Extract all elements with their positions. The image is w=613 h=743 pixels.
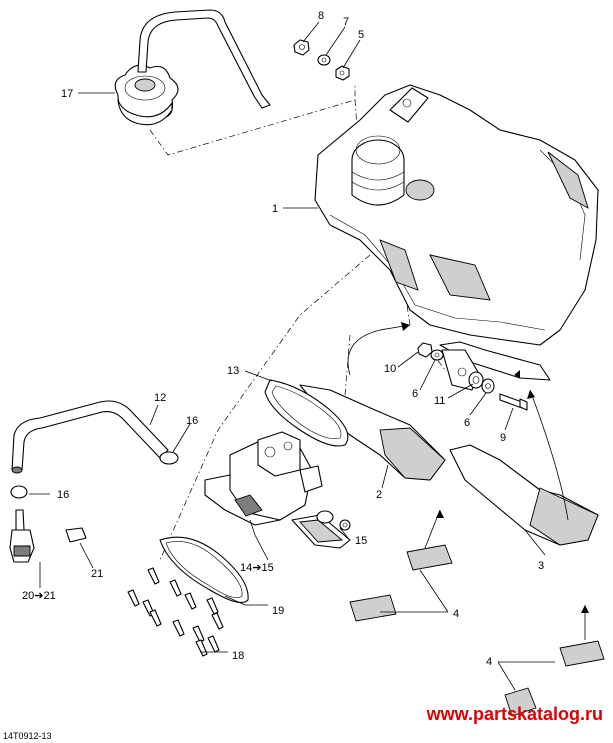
nut-10 — [417, 342, 433, 358]
callout-15: 15 — [355, 535, 367, 547]
callout-6-lower: 6 — [464, 417, 470, 429]
callout-4-lower: 4 — [453, 608, 459, 620]
callout-13: 13 — [227, 365, 239, 377]
callout-18: 18 — [232, 650, 244, 662]
callout-16-lower: 16 — [57, 489, 69, 501]
callout-21: 21 — [91, 568, 103, 580]
arrow-heads — [401, 322, 589, 613]
washer-7 — [317, 54, 331, 66]
washer-6-top — [430, 349, 444, 361]
callout-12: 12 — [154, 392, 166, 404]
callout-8: 8 — [318, 10, 324, 22]
callout-6-upper: 6 — [412, 388, 418, 400]
pads-4 — [349, 544, 605, 717]
callout-20-21: 20➔21 — [22, 590, 56, 602]
reference-code: 14T0912-13 — [3, 731, 52, 741]
fuel-cap — [114, 64, 179, 126]
clamp-15 — [339, 519, 351, 531]
callout-7: 7 — [343, 16, 349, 28]
gasket-13 — [264, 379, 349, 447]
fuel-tank — [314, 84, 599, 346]
fitting-20 — [9, 509, 35, 563]
screws-18 — [127, 567, 224, 657]
nut-8 — [293, 39, 310, 56]
plug-21 — [65, 527, 87, 543]
washer-6-bottom — [481, 378, 495, 394]
callout-19: 19 — [272, 605, 284, 617]
callout-2: 2 — [376, 489, 382, 501]
heat-shield-3 — [449, 444, 599, 546]
vent-hose — [137, 9, 271, 109]
callout-5: 5 — [358, 29, 364, 41]
fuel-pump-module — [204, 431, 351, 549]
bolt-9 — [499, 393, 528, 411]
callout-3: 3 — [538, 560, 544, 572]
callout-17: 17 — [61, 88, 73, 100]
callout-1: 1 — [272, 203, 278, 215]
spacer-11 — [468, 371, 484, 389]
callout-16-upper: 16 — [186, 415, 198, 427]
callout-9: 9 — [500, 432, 506, 444]
callout-14-15: 14➔15 — [240, 562, 274, 574]
callout-labels: 8 7 5 17 1 13 10 6 11 6 9 2 3 4 4 12 16 … — [22, 10, 544, 668]
leader-lines — [29, 21, 586, 691]
gasket-19 — [159, 536, 249, 603]
clamp-16-lower — [10, 485, 28, 499]
fuel-hose-12 — [11, 400, 169, 474]
callout-10: 10 — [384, 363, 396, 375]
rear-bracket — [439, 341, 551, 391]
callout-11: 11 — [434, 395, 445, 407]
callout-4-right: 4 — [486, 656, 492, 668]
clamp-16-upper — [159, 451, 179, 465]
nut-5 — [335, 65, 350, 81]
watermark-link[interactable]: www.partskatalog.ru — [426, 704, 603, 724]
